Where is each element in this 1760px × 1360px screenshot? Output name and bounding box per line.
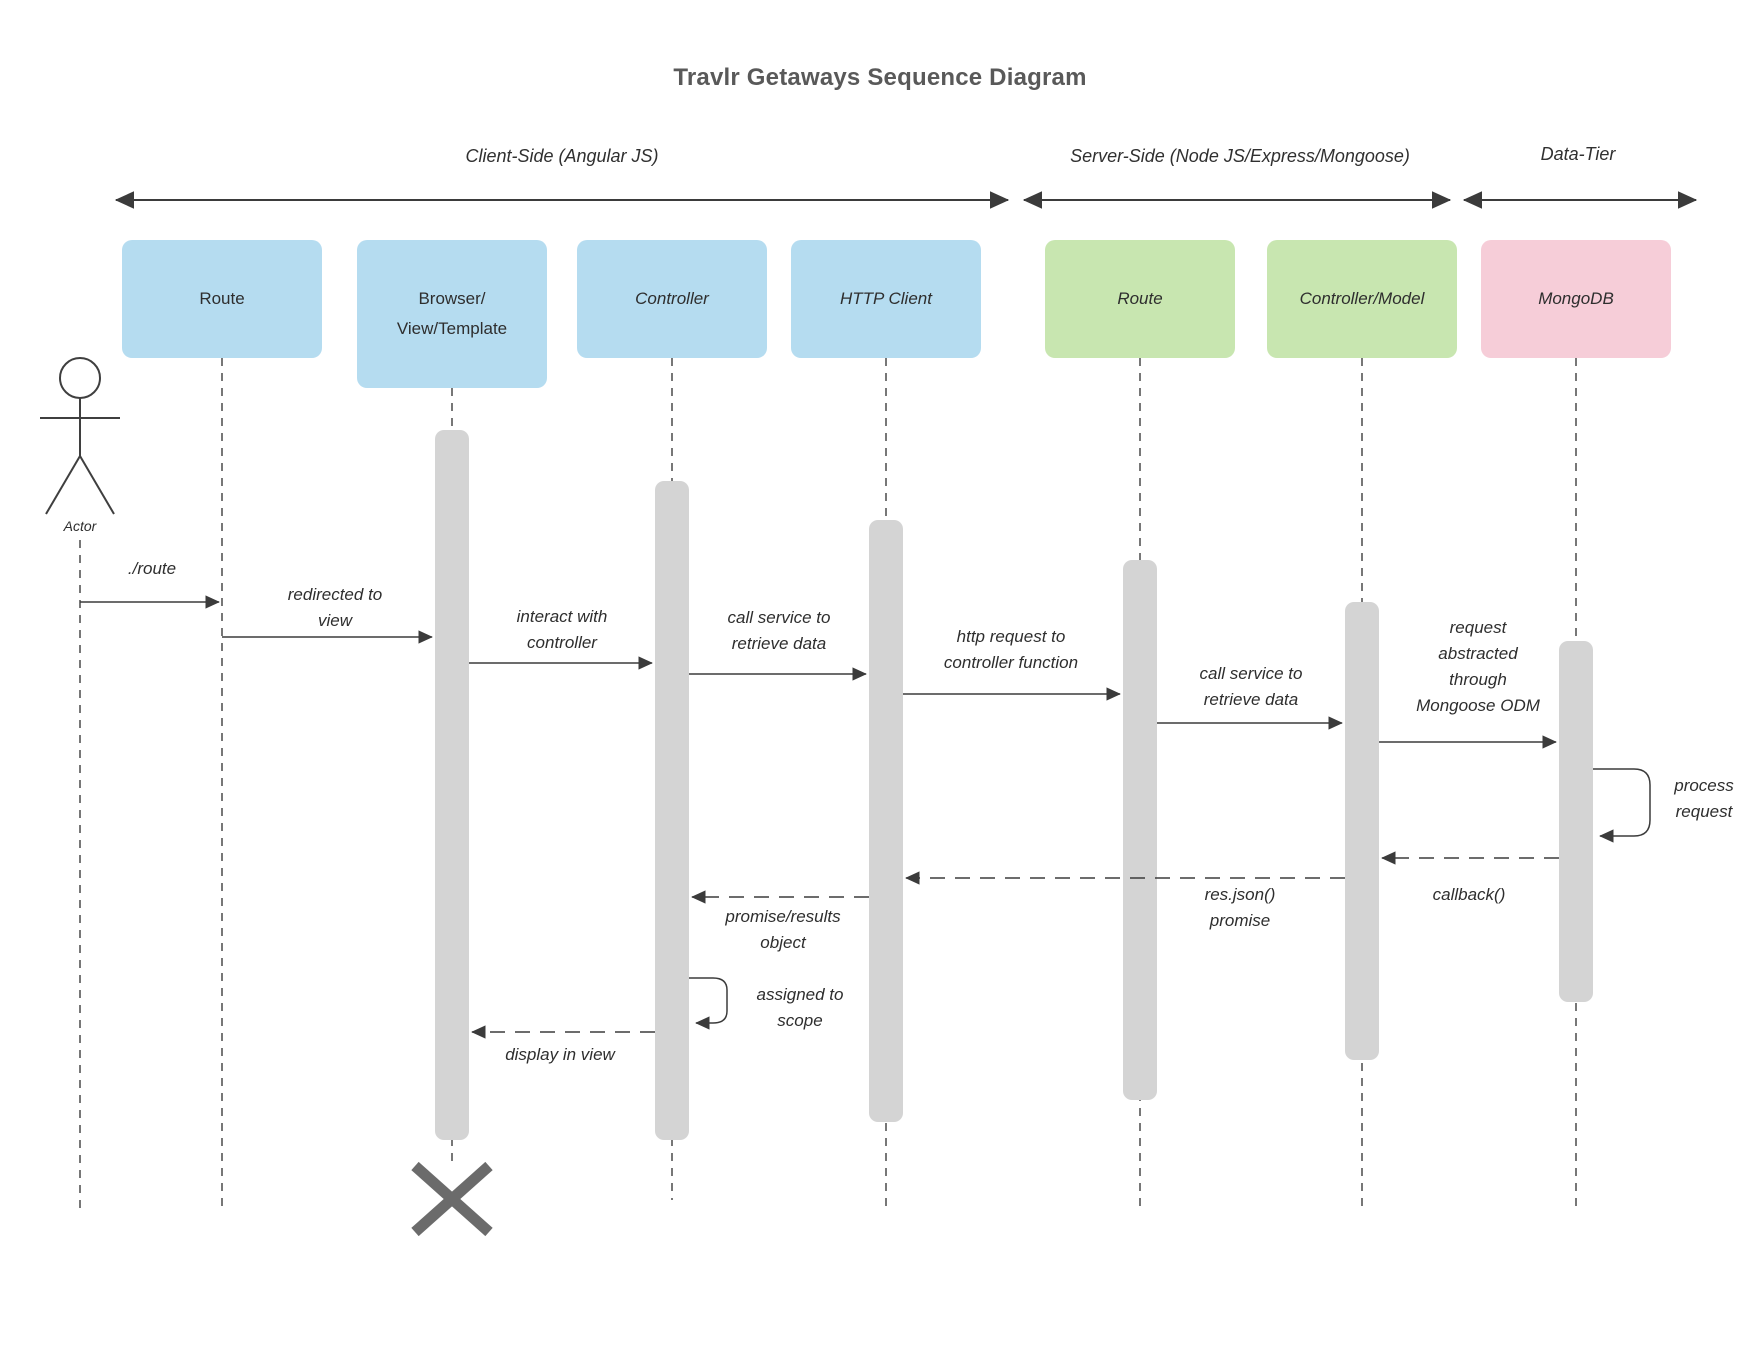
- message-label-assigned-to-scope: assigned to scope: [756, 985, 844, 1030]
- activation-bar-http-client: [869, 520, 903, 1122]
- message-label-promise-results: promise/results object: [725, 907, 841, 952]
- message-label-call-service-client: call service to retrieve data: [727, 608, 831, 653]
- section-label-data-tier: Data-Tier: [1540, 144, 1616, 164]
- activation-bar-controller: [655, 481, 689, 1140]
- self-loop-assigned-to-scope: [689, 977, 728, 1030]
- activation-bar-browser: [435, 430, 469, 1140]
- participant-route-server: Route: [1045, 240, 1235, 358]
- message-label-process-request: process request: [1674, 776, 1734, 821]
- self-loop-process-request: [1593, 768, 1651, 843]
- activation-bars: [435, 430, 1593, 1140]
- actor-icon: [40, 357, 120, 515]
- message-label-call-service-server: call service to retrieve data: [1199, 664, 1303, 709]
- participant-controller-model: Controller/Model: [1267, 240, 1457, 358]
- participant-mongodb: MongoDB: [1481, 240, 1671, 358]
- actor-label: Actor: [63, 518, 97, 534]
- diagram-title: Travlr Getaways Sequence Diagram: [673, 64, 1087, 91]
- message-label-mongoose-odm: request abstracted through Mongoose ODM: [1416, 618, 1540, 715]
- destroy-x-icon: [411, 1161, 493, 1237]
- message-label-redirected-to-view: redirected to view: [287, 585, 383, 630]
- participant-route-client: Route: [122, 240, 322, 358]
- activation-bar-mongodb: [1559, 641, 1593, 1002]
- dashed-messages: [471, 851, 1559, 1039]
- message-label-res-json-promise: res.json() promise: [1204, 885, 1276, 930]
- message-label-interact-controller: interact with controller: [516, 607, 608, 652]
- participant-controller: Controller: [577, 240, 767, 358]
- message-label-display-in-view: display in view: [505, 1045, 615, 1064]
- activation-bar-controller-model: [1345, 602, 1379, 1060]
- section-label-server-side: Server-Side (Node JS/Express/Mongoose): [1070, 146, 1410, 166]
- solid-messages: [80, 595, 1651, 1030]
- section-label-client-side: Client-Side (Angular JS): [465, 146, 659, 166]
- message-label-http-request: http request to controller function: [943, 627, 1079, 672]
- message-label-callback: callback(): [1432, 885, 1506, 904]
- message-label-route: ./route: [127, 559, 177, 578]
- activation-bar-route-server: [1123, 560, 1157, 1100]
- participant-http-client: HTTP Client: [791, 240, 981, 358]
- participant-browser-view-template: Browser/ View/Template: [357, 240, 547, 388]
